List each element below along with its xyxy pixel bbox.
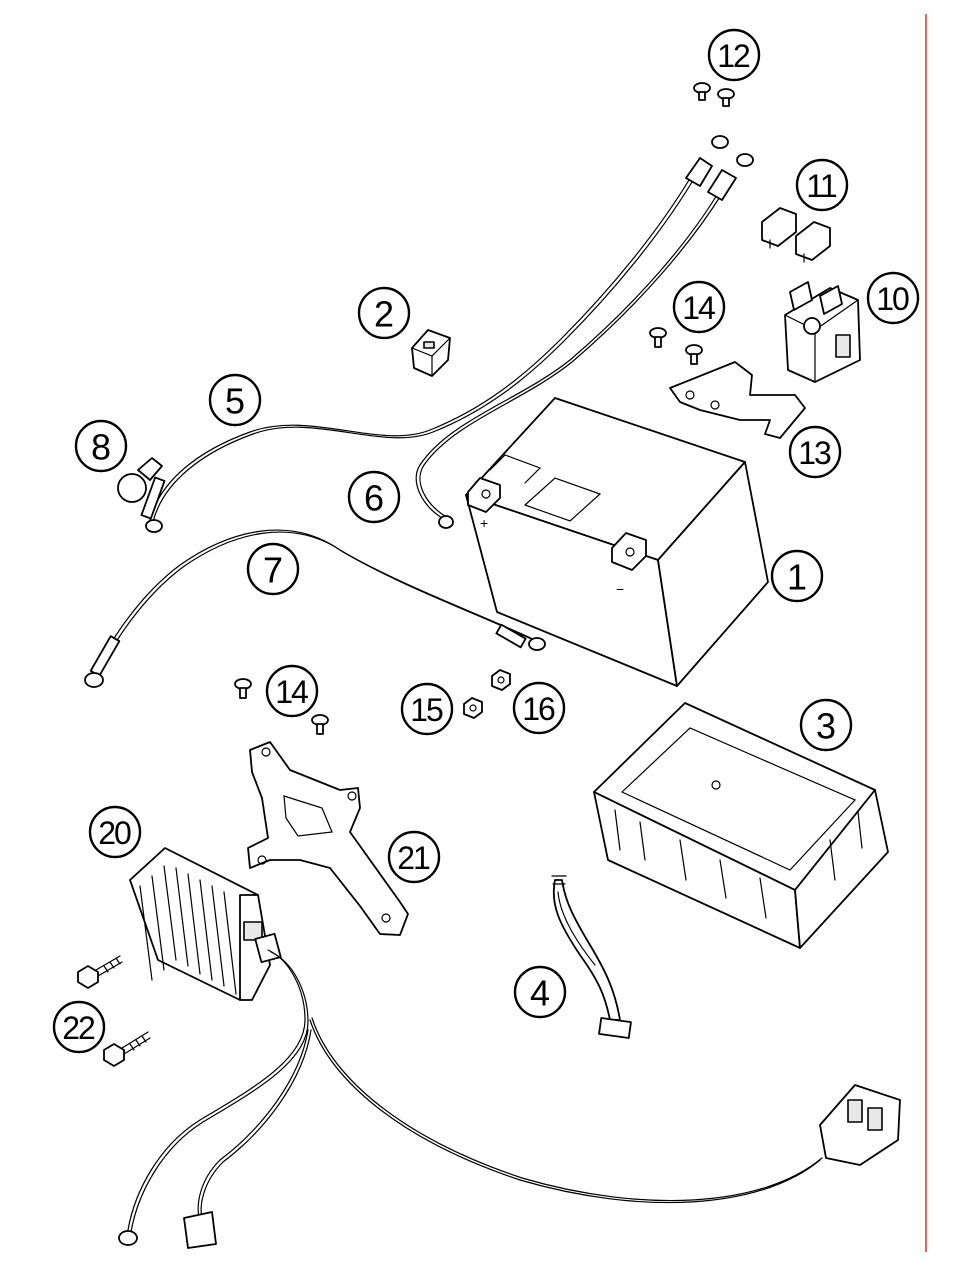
callout-21-label: 21 — [397, 840, 430, 876]
callout-12-label: 12 — [717, 38, 750, 74]
callout-4-label: 4 — [530, 973, 550, 1014]
svg-text:+: + — [480, 515, 488, 531]
bracket-part-21 — [247, 741, 409, 936]
callout-2: 2 — [357, 286, 411, 340]
bracket-part-13 — [669, 361, 806, 439]
callout-20: 20 — [88, 805, 142, 859]
callout-5: 5 — [208, 373, 262, 427]
callout-1-label: 1 — [787, 557, 807, 598]
callout-14-lower: 14 — [265, 664, 319, 718]
callout-16-label: 16 — [522, 691, 555, 727]
screw-part-14-lower — [234, 678, 329, 735]
terminal-cap-part — [117, 457, 163, 503]
cable-6 — [415, 153, 754, 529]
screw-part-14-upper — [649, 327, 703, 365]
callout-6: 6 — [347, 470, 401, 524]
callout-8: 8 — [74, 419, 128, 473]
voltage-regulator-part — [129, 847, 282, 1001]
nut-part-15 — [463, 697, 483, 719]
screw-part-12 — [693, 82, 735, 107]
callout-15-label: 15 — [410, 692, 443, 728]
callout-2-label: 2 — [374, 294, 394, 335]
callout-7: 7 — [246, 542, 300, 596]
callout-14-upper-label: 14 — [682, 290, 715, 326]
callout-4: 4 — [513, 965, 567, 1019]
starter-relay-part — [784, 281, 861, 383]
cable-7 — [84, 529, 546, 688]
callout-12: 12 — [707, 28, 761, 82]
callout-3-label: 3 — [816, 706, 836, 747]
callout-6-label: 6 — [364, 478, 384, 519]
relay-part — [411, 329, 451, 377]
callout-22-label: 22 — [62, 1010, 95, 1046]
cable-5 — [140, 135, 729, 533]
callout-21: 21 — [387, 830, 441, 884]
battery-tray-part — [593, 702, 889, 949]
callout-15: 15 — [400, 682, 454, 736]
svg-text:−: − — [616, 581, 624, 597]
callout-22: 22 — [52, 1000, 106, 1054]
callout-14-upper: 14 — [672, 280, 726, 334]
callout-1: 1 — [770, 549, 824, 603]
callout-20-label: 20 — [98, 815, 131, 851]
callout-13: 13 — [788, 425, 842, 479]
callout-10-label: 10 — [876, 281, 909, 317]
callout-13-label: 13 — [798, 435, 831, 471]
callout-11: 11 — [795, 158, 849, 212]
callout-11-label: 11 — [806, 168, 836, 204]
callout-8-label: 8 — [91, 427, 111, 468]
callout-5-label: 5 — [225, 381, 245, 422]
callout-16: 16 — [512, 681, 566, 735]
callout-3: 3 — [799, 698, 853, 752]
callout-7-label: 7 — [263, 550, 283, 591]
fuse-part — [761, 207, 831, 263]
battery-part: + − — [465, 397, 769, 687]
regulator-harness — [118, 949, 901, 1249]
callout-14-lower-label: 14 — [275, 674, 308, 710]
callout-10: 10 — [866, 271, 920, 325]
battery-strap-part — [551, 875, 632, 1039]
nut-part-16 — [491, 669, 511, 691]
bolt-part-22 — [77, 955, 151, 1067]
